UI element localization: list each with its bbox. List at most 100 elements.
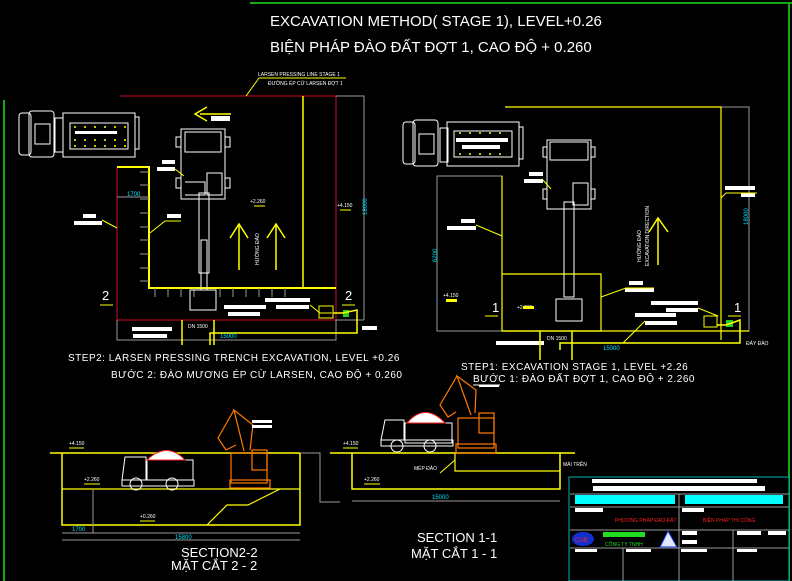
- annotation-leaders: [101, 168, 332, 314]
- truck-label-mask: [462, 145, 500, 149]
- dump-truck-side-icon: [121, 456, 195, 491]
- company-logo-icon: [572, 532, 594, 546]
- excavator-label: [252, 425, 272, 428]
- drain-pipe: [209, 309, 358, 345]
- slope-line: [206, 488, 281, 526]
- label-mask: [575, 549, 597, 552]
- label-mask: [626, 549, 651, 552]
- step1-plan: HƯỚNG ĐÀO EXCAVATION DIRECTION +4.150 +2…: [402, 106, 769, 360]
- drawing-title-vn: BIỆN PHÁP ĐÀO ĐẤT ĐỢT 1, CAO ĐỘ + 0.260: [270, 39, 592, 56]
- section-mark-left: 2: [102, 288, 109, 303]
- excavator-side-icon: [217, 408, 271, 489]
- dim-15000: 15000: [432, 495, 449, 501]
- triangle-logo-icon: [659, 529, 678, 548]
- dim-15000: 15000: [220, 334, 237, 340]
- green-bar: [603, 532, 645, 537]
- label-mask: [737, 531, 761, 535]
- truck-label-mask: [75, 131, 117, 134]
- section-mark-right: 1: [734, 300, 741, 315]
- step1-caption-en: STEP1: EXCAVATION STAGE 1, LEVEL +2.26: [461, 362, 688, 373]
- title-red-left: PHƯƠNG PHÁP ĐÀO ĐẤT: [615, 517, 677, 524]
- section-1-1: +4.150 +2.260 MÉP ĐÀO MÁI TRÊN 15000 SEC…: [330, 374, 587, 561]
- step2-caption-en: STEP2: LARSEN PRESSING TRENCH EXCAVATION…: [68, 353, 400, 364]
- drawing-title-en: EXCAVATION METHOD( STAGE 1), LEVEL+0.26: [270, 13, 602, 30]
- site-boundary-bottom: [116, 320, 337, 341]
- cyan-bar-right: [685, 495, 783, 504]
- annotation-labels: [447, 172, 755, 345]
- excavation-outline: [505, 106, 722, 340]
- dim-18000: 18000: [744, 208, 750, 225]
- section11-title-vn: MẶT CẮT 1 - 1: [411, 546, 497, 561]
- section22-title-en: SECTION2-2: [181, 545, 258, 560]
- excavator-label: [479, 385, 499, 387]
- leader-line: [245, 77, 260, 97]
- level-top: +4.150: [343, 441, 359, 447]
- soil-load: [145, 450, 187, 461]
- slope-label-leader: [439, 459, 456, 474]
- dim-1700: 1700: [127, 192, 141, 198]
- label-mask: [737, 549, 757, 552]
- section-2-2: +4.150 +2.260 +0.260 1700 15800 SECTION2…: [50, 408, 340, 573]
- dump-truck-plan-icon: [18, 110, 140, 158]
- level-outer: +4.150: [337, 203, 353, 209]
- drain-pipe: [559, 318, 741, 350]
- dim-15800: 15800: [175, 535, 192, 541]
- annotation-labels: [74, 160, 377, 338]
- section-mark-left: 1: [492, 300, 499, 315]
- direction-label: HƯỚNG ĐÀO: [254, 233, 261, 265]
- truck-load-dots: [459, 132, 501, 155]
- pipe-label: DN 1500: [547, 336, 567, 342]
- level-mark: [523, 306, 534, 309]
- label-mask: [682, 540, 697, 544]
- title-header-bar: [592, 479, 757, 483]
- level-bottom: +0.260: [140, 514, 156, 520]
- pipe-label: DN 1500: [188, 324, 208, 330]
- label-mask: [681, 549, 707, 552]
- dim-6200: 6200: [433, 248, 439, 262]
- annotation-leaders: [475, 179, 757, 344]
- level-outer: +4.150: [443, 293, 459, 299]
- title-red-right: BIỆN PHÁP THI CÔNG: [703, 516, 755, 524]
- title-header-bar2: [593, 486, 765, 491]
- excavation-direction-arrow: [648, 216, 669, 265]
- slope-label: MÉP ĐÀO: [414, 465, 437, 472]
- sheet-pile-ticks: [140, 171, 286, 297]
- right-label: MÁI TRÊN: [563, 460, 587, 468]
- stage1-pit: [454, 453, 560, 472]
- dim-15000: 15000: [603, 346, 620, 352]
- sump-label: ĐÁY ĐÀO: [746, 340, 769, 347]
- step2-caption-vn: BƯỚC 2: ĐÀO MƯƠNG ÉP CỪ LARSEN, CAO ĐỘ +…: [111, 368, 403, 381]
- direction-label-en: EXCAVATION DIRECTION: [645, 206, 651, 266]
- excavator-label: [252, 420, 272, 423]
- level-mark: [446, 299, 457, 302]
- level-bottom: +2.260: [364, 477, 380, 483]
- label-mask: [768, 531, 786, 535]
- direction-label-vn: HƯỚNG ĐÀO: [636, 230, 643, 262]
- larsen-note-en: LARSEN PRESSING LINE STAGE 1: [258, 72, 340, 78]
- level-mid: +2.260: [84, 477, 100, 483]
- larsen-note-vn: ĐƯỜNG ÉP CỪ LARSEN ĐỢT 1: [268, 80, 343, 87]
- dim-1700: 1700: [72, 527, 86, 533]
- step1-caption-vn: BƯỚC 1: ĐÀO ĐẤT ĐỢT 1, CAO ĐỘ + 2.260: [473, 372, 695, 385]
- step2-plan: LARSEN PRESSING LINE STAGE 1 ĐƯỜNG ÉP CỪ…: [18, 72, 377, 345]
- dump-truck-plan-icon: [402, 119, 524, 167]
- company-logo-text: CUB: [575, 538, 588, 544]
- title-block: PHƯƠNG PHÁP ĐÀO ĐẤT BIỆN PHÁP THI CÔNG C…: [568, 476, 790, 581]
- sump-pit: [703, 315, 718, 328]
- sump-pit: [318, 305, 334, 319]
- level-inner: +2.260: [250, 199, 266, 205]
- dump-truck-side-icon: [380, 419, 454, 453]
- green-company-text: CÔNG TY TNHH: [605, 541, 643, 548]
- arrow-label-mask: [211, 116, 230, 121]
- excavation-direction-arrows: [193, 106, 286, 270]
- section-mark-right: 2: [345, 288, 352, 303]
- level-top: +4.150: [69, 441, 85, 447]
- neighbor-outline: [300, 452, 340, 503]
- label-mask: [682, 508, 704, 512]
- label-mask: [682, 531, 697, 535]
- excavator-side-icon: [439, 374, 497, 454]
- soil-load: [405, 412, 447, 424]
- section11-title-en: SECTION 1-1: [417, 530, 497, 545]
- excavator-plan-icon: [542, 139, 596, 322]
